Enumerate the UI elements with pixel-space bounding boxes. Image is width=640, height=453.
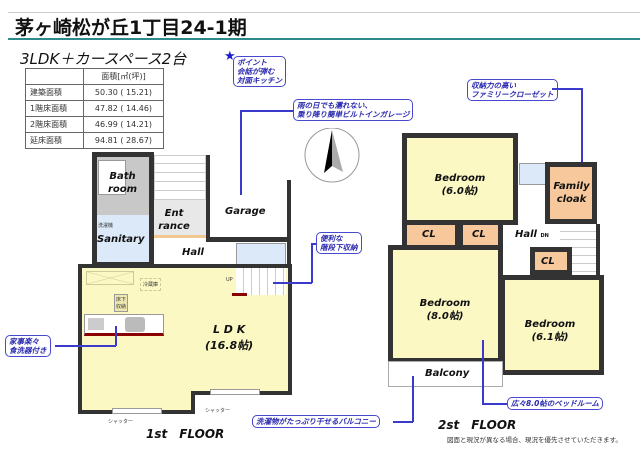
- balcony: [388, 361, 503, 387]
- bathtub: [98, 160, 126, 195]
- sanitary-room: [95, 215, 153, 265]
- bedroom-6-1-label: Bedroom(6.1帖): [524, 319, 576, 343]
- callout-balcony: 洗濯物がたっぷり干せるバルコニー: [252, 415, 380, 428]
- ldk-room: [80, 390, 192, 411]
- leader-line: [240, 110, 293, 112]
- bedroom-8-0: [388, 245, 503, 363]
- page-title: 茅ヶ崎松が丘1丁目24-1期: [15, 17, 247, 39]
- shutter-label: シャッター: [108, 419, 134, 425]
- fridge-label: 冷蔵庫: [140, 278, 162, 291]
- wall: [92, 152, 154, 267]
- toilet-1f: [236, 243, 286, 267]
- north-compass-icon: [304, 128, 360, 183]
- shutter-label: シャッター: [205, 408, 231, 414]
- sink-icon: [125, 317, 145, 332]
- leader-line: [552, 88, 582, 90]
- callout-stairs: 便利な階段下収納: [316, 232, 362, 254]
- leader-line: [311, 243, 313, 283]
- callout-closet: 収納力の高いファミリークローゼット: [467, 79, 558, 101]
- underfloor-storage: 床下収納: [114, 294, 129, 312]
- cupboard: [86, 271, 134, 285]
- up-label: UP: [226, 277, 233, 283]
- top-rule: [8, 12, 640, 13]
- leader-line: [55, 345, 116, 347]
- step-edge: [232, 293, 247, 296]
- table-header: 面積[㎡(坪)]: [25, 68, 164, 85]
- leader-line: [581, 88, 583, 176]
- floor-2-label: 2st FLOOR: [438, 418, 517, 432]
- wall: [78, 392, 82, 414]
- sanitary-label: Sanitary: [97, 234, 145, 245]
- star-icon: ★: [224, 49, 236, 64]
- closet-label: CL: [472, 229, 486, 240]
- closet: [530, 247, 572, 275]
- bedroom-6-0: [402, 133, 518, 225]
- leader-line: [115, 326, 117, 346]
- callout-garage: 雨の日でも濡れない、乗り降り簡単ビルトインガレージ: [293, 99, 414, 121]
- disclaimer-note: 図面と現況が異なる場合、現況を優先させていただきます。: [447, 436, 622, 444]
- closet-label: CL: [422, 229, 436, 240]
- balcony-label: Balcony: [425, 368, 470, 379]
- window: [112, 408, 162, 414]
- garage-label: Garage: [225, 206, 266, 217]
- callout-dishwasher: 家事楽々食洗器付き: [5, 335, 51, 357]
- leader-line: [311, 243, 316, 245]
- hall-label-1f: Hall: [182, 247, 204, 258]
- bedroom-6-1: [500, 275, 604, 375]
- leader-line: [482, 403, 507, 405]
- entrance-porch: [154, 155, 206, 200]
- subtitle: 3LDK＋カースペース2台: [20, 50, 187, 68]
- staircase: [236, 268, 286, 295]
- wall: [206, 155, 210, 240]
- bedroom-6-0-label: Bedroom(6.0帖): [434, 173, 486, 197]
- wall: [206, 237, 291, 242]
- window: [210, 389, 260, 395]
- stove-icon: [88, 318, 104, 330]
- title-underline: [8, 38, 640, 40]
- closet-label: CL: [541, 256, 555, 267]
- leader-line: [240, 110, 242, 195]
- entrance: [154, 200, 206, 238]
- leader-line: [482, 340, 484, 404]
- family-cloak: [545, 162, 597, 224]
- leader-line: [412, 376, 414, 422]
- washer-label: 洗濯機: [98, 223, 114, 229]
- wall: [78, 264, 292, 395]
- wall: [287, 180, 291, 272]
- hall-label-2f: Hall DN: [515, 229, 549, 240]
- ldk-label: L D K(16.8帖): [205, 323, 254, 352]
- bedroom-8-0-label: Bedroom(8.0帖): [419, 298, 471, 322]
- wall: [191, 391, 195, 413]
- leader-line: [273, 282, 312, 284]
- floor-1-label: 1st FLOOR: [146, 427, 225, 441]
- callout-bedroom: 広々8.0帖のベッドルーム: [507, 397, 604, 410]
- callout-kitchen: ポイント会話が弾む対面キッチン: [233, 56, 286, 87]
- leader-line: [393, 421, 413, 423]
